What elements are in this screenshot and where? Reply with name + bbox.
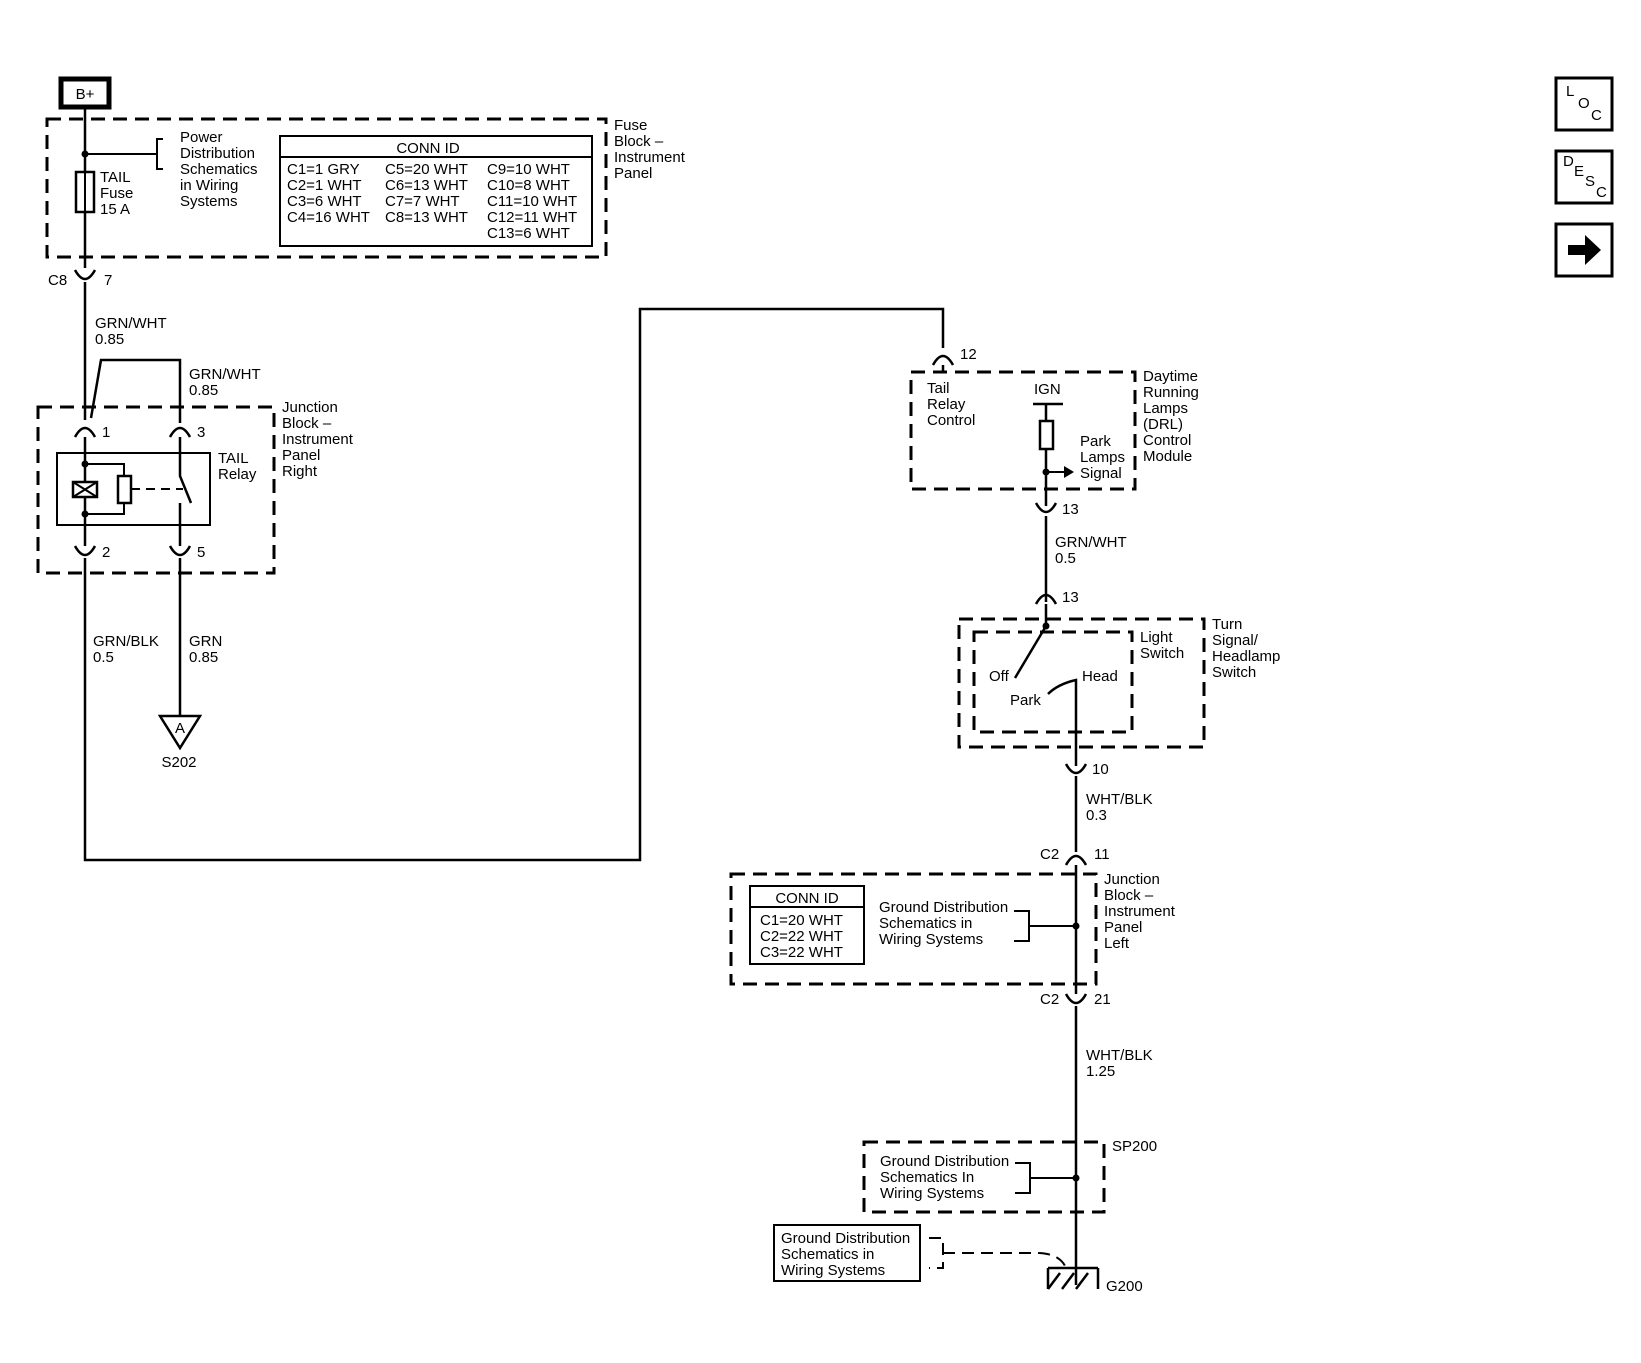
c2-top-label: C2 xyxy=(1040,846,1059,863)
relay-pin-2-connector xyxy=(73,545,97,557)
g200-ground-bar xyxy=(1046,1266,1100,1289)
turn-signal-switch-name: Turn Signal/ Headlamp Switch xyxy=(1212,616,1285,681)
relay-pin-1-connector xyxy=(73,426,97,438)
relay-contact xyxy=(178,437,193,546)
c2-pin-11-label: 11 xyxy=(1094,846,1110,863)
desc-button[interactable] xyxy=(1554,149,1614,205)
wire-label-w6: WHT/BLK 0.3 xyxy=(1086,791,1157,824)
drl-signal-arrow-icon xyxy=(1064,466,1074,478)
jb-left-conn-list: C1=20 WHT C2=22 WHT C3=22 WHT xyxy=(760,912,847,961)
tail-relay-control-label: Tail Relay Control xyxy=(927,380,975,429)
tail-fuse-label: TAIL Fuse 15 A xyxy=(100,169,138,218)
fuse-block-name: Fuse Block – Instrument Panel xyxy=(614,117,689,182)
wire-grn-blk-to-drl xyxy=(83,307,945,862)
drl-pullup-resistor xyxy=(1038,419,1055,451)
c2-bottom-label: C2 xyxy=(1040,991,1059,1008)
switch-pivot-dot xyxy=(1042,622,1050,630)
arrow-right-icon[interactable] xyxy=(1568,235,1601,265)
drl-pin-12-label: 12 xyxy=(960,346,977,363)
sp200-ref-bracket xyxy=(1015,1162,1076,1194)
relay-pin-2-label: 2 xyxy=(102,544,110,561)
c2-pin-11-connector xyxy=(1064,854,1088,866)
light-switch-outline xyxy=(972,630,1134,734)
drl-module-name: Daytime Running Lamps (DRL) Control Modu… xyxy=(1143,368,1203,465)
c8-connector-symbol xyxy=(73,269,97,281)
ign-feed-wire xyxy=(1033,402,1063,506)
wire-label-w7: WHT/BLK 1.25 xyxy=(1086,1047,1157,1080)
jb-left-ref-bracket xyxy=(1014,910,1076,942)
jb-left-conn-id-table xyxy=(749,885,865,965)
junction-block-left-outline xyxy=(729,872,1098,986)
loc-button[interactable] xyxy=(1554,76,1614,132)
drl-pin-13-connector xyxy=(1034,502,1058,514)
jb-left-ground-ref: Ground Distribution Schematics in Wiring… xyxy=(879,899,1012,948)
relay-resistor-symbol xyxy=(116,474,133,505)
tail-relay-label: TAIL Relay xyxy=(218,450,257,483)
relay-pin-3-label: 3 xyxy=(197,424,205,441)
c2-pin-21-label: 21 xyxy=(1094,991,1111,1008)
g200-ground-ref: Ground Distribution Schematics in Wiring… xyxy=(781,1230,914,1279)
s202-marker-letter: A xyxy=(175,720,185,737)
relay-pin-1-label: 1 xyxy=(102,424,110,441)
s202-splice-marker xyxy=(157,714,203,751)
g200-ref-dashed-link xyxy=(929,1237,1067,1269)
ign-label: IGN xyxy=(1034,381,1061,398)
fuse-conn-col-2: C5=20 WHT C6=13 WHT C7=7 WHT C8=13 WHT xyxy=(385,161,472,226)
switch-park-label: Park xyxy=(1010,692,1041,709)
relay-pin-5-connector xyxy=(168,545,192,557)
relay-pin-5-label: 5 xyxy=(197,544,205,561)
wire-label-w2: GRN/WHT 0.85 xyxy=(189,366,265,399)
switch-pin-10-connector xyxy=(1064,763,1088,775)
g200-label: G200 xyxy=(1106,1278,1143,1295)
tail-relay-box xyxy=(56,452,211,526)
c8-pin-label: 7 xyxy=(104,272,112,289)
light-switch-blade xyxy=(1013,604,1048,679)
sp200-outline xyxy=(862,1140,1106,1214)
switch-pin-13-connector xyxy=(1034,593,1058,605)
fuse-conn-id-table xyxy=(279,135,593,247)
fuse-conn-col-1: C1=1 GRY C2=1 WHT C3=6 WHT C4=16 WHT xyxy=(287,161,370,226)
g200-ground-ref-box xyxy=(773,1224,921,1282)
s202-label: S202 xyxy=(161,754,196,771)
turn-signal-switch-outline xyxy=(957,617,1206,749)
junction-block-right-name: Junction Block – Instrument Panel Right xyxy=(282,399,357,480)
fuse-conn-id-title: CONN ID xyxy=(396,140,460,157)
relay-pin-3-connector xyxy=(168,426,192,438)
drl-pin-13-label: 13 xyxy=(1062,501,1079,518)
light-switch-label: Light Switch xyxy=(1140,629,1184,662)
relay-coil-cross xyxy=(72,481,98,498)
light-switch-park-contact xyxy=(1047,678,1078,766)
switch-pin-10-label: 10 xyxy=(1092,761,1109,778)
wire-label-w3: GRN/BLK 0.5 xyxy=(93,633,163,666)
switch-head-label: Head xyxy=(1082,668,1118,685)
sp200-splice-dot xyxy=(1072,1174,1080,1182)
drl-module-outline xyxy=(909,370,1137,491)
wire-label-w4: GRN 0.85 xyxy=(189,633,227,666)
battery-supply-label: B+ xyxy=(76,86,95,103)
power-ref-bracket xyxy=(85,138,163,170)
loc-button-label[interactable]: L O C xyxy=(1566,83,1602,124)
wire-relay-jumper xyxy=(89,358,182,423)
relay-diode-path xyxy=(85,463,125,515)
g200-ground-icon xyxy=(1047,1272,1089,1290)
jb-left-conn-id-title: CONN ID xyxy=(775,890,839,907)
wire-label-w1: GRN/WHT 0.85 xyxy=(95,315,171,348)
sp200-ground-ref: Ground Distribution Schematics In Wiring… xyxy=(880,1153,1013,1202)
power-distribution-ref: Power Distribution Schematics in Wiring … xyxy=(180,129,262,210)
c2-pin-21-connector xyxy=(1064,993,1088,1005)
park-lamps-signal-label: Park Lamps Signal xyxy=(1080,433,1129,482)
sp200-label: SP200 xyxy=(1112,1138,1157,1155)
fuse-conn-col-3: C9=10 WHT C10=8 WHT C11=10 WHT C12=11 WH… xyxy=(487,161,581,242)
junction-block-right-outline xyxy=(36,405,276,575)
desc-button-label[interactable]: D E S C xyxy=(1563,153,1607,201)
drl-pin-12-connector xyxy=(931,354,955,366)
fuse-block-outline xyxy=(45,117,608,259)
junction-block-left-name: Junction Block – Instrument Panel Left xyxy=(1104,871,1179,952)
switch-pin-13-label: 13 xyxy=(1062,589,1079,606)
switch-off-label: Off xyxy=(989,668,1010,685)
wire-label-w5: GRN/WHT 0.5 xyxy=(1055,534,1131,567)
c8-connector-label: C8 xyxy=(48,272,67,289)
